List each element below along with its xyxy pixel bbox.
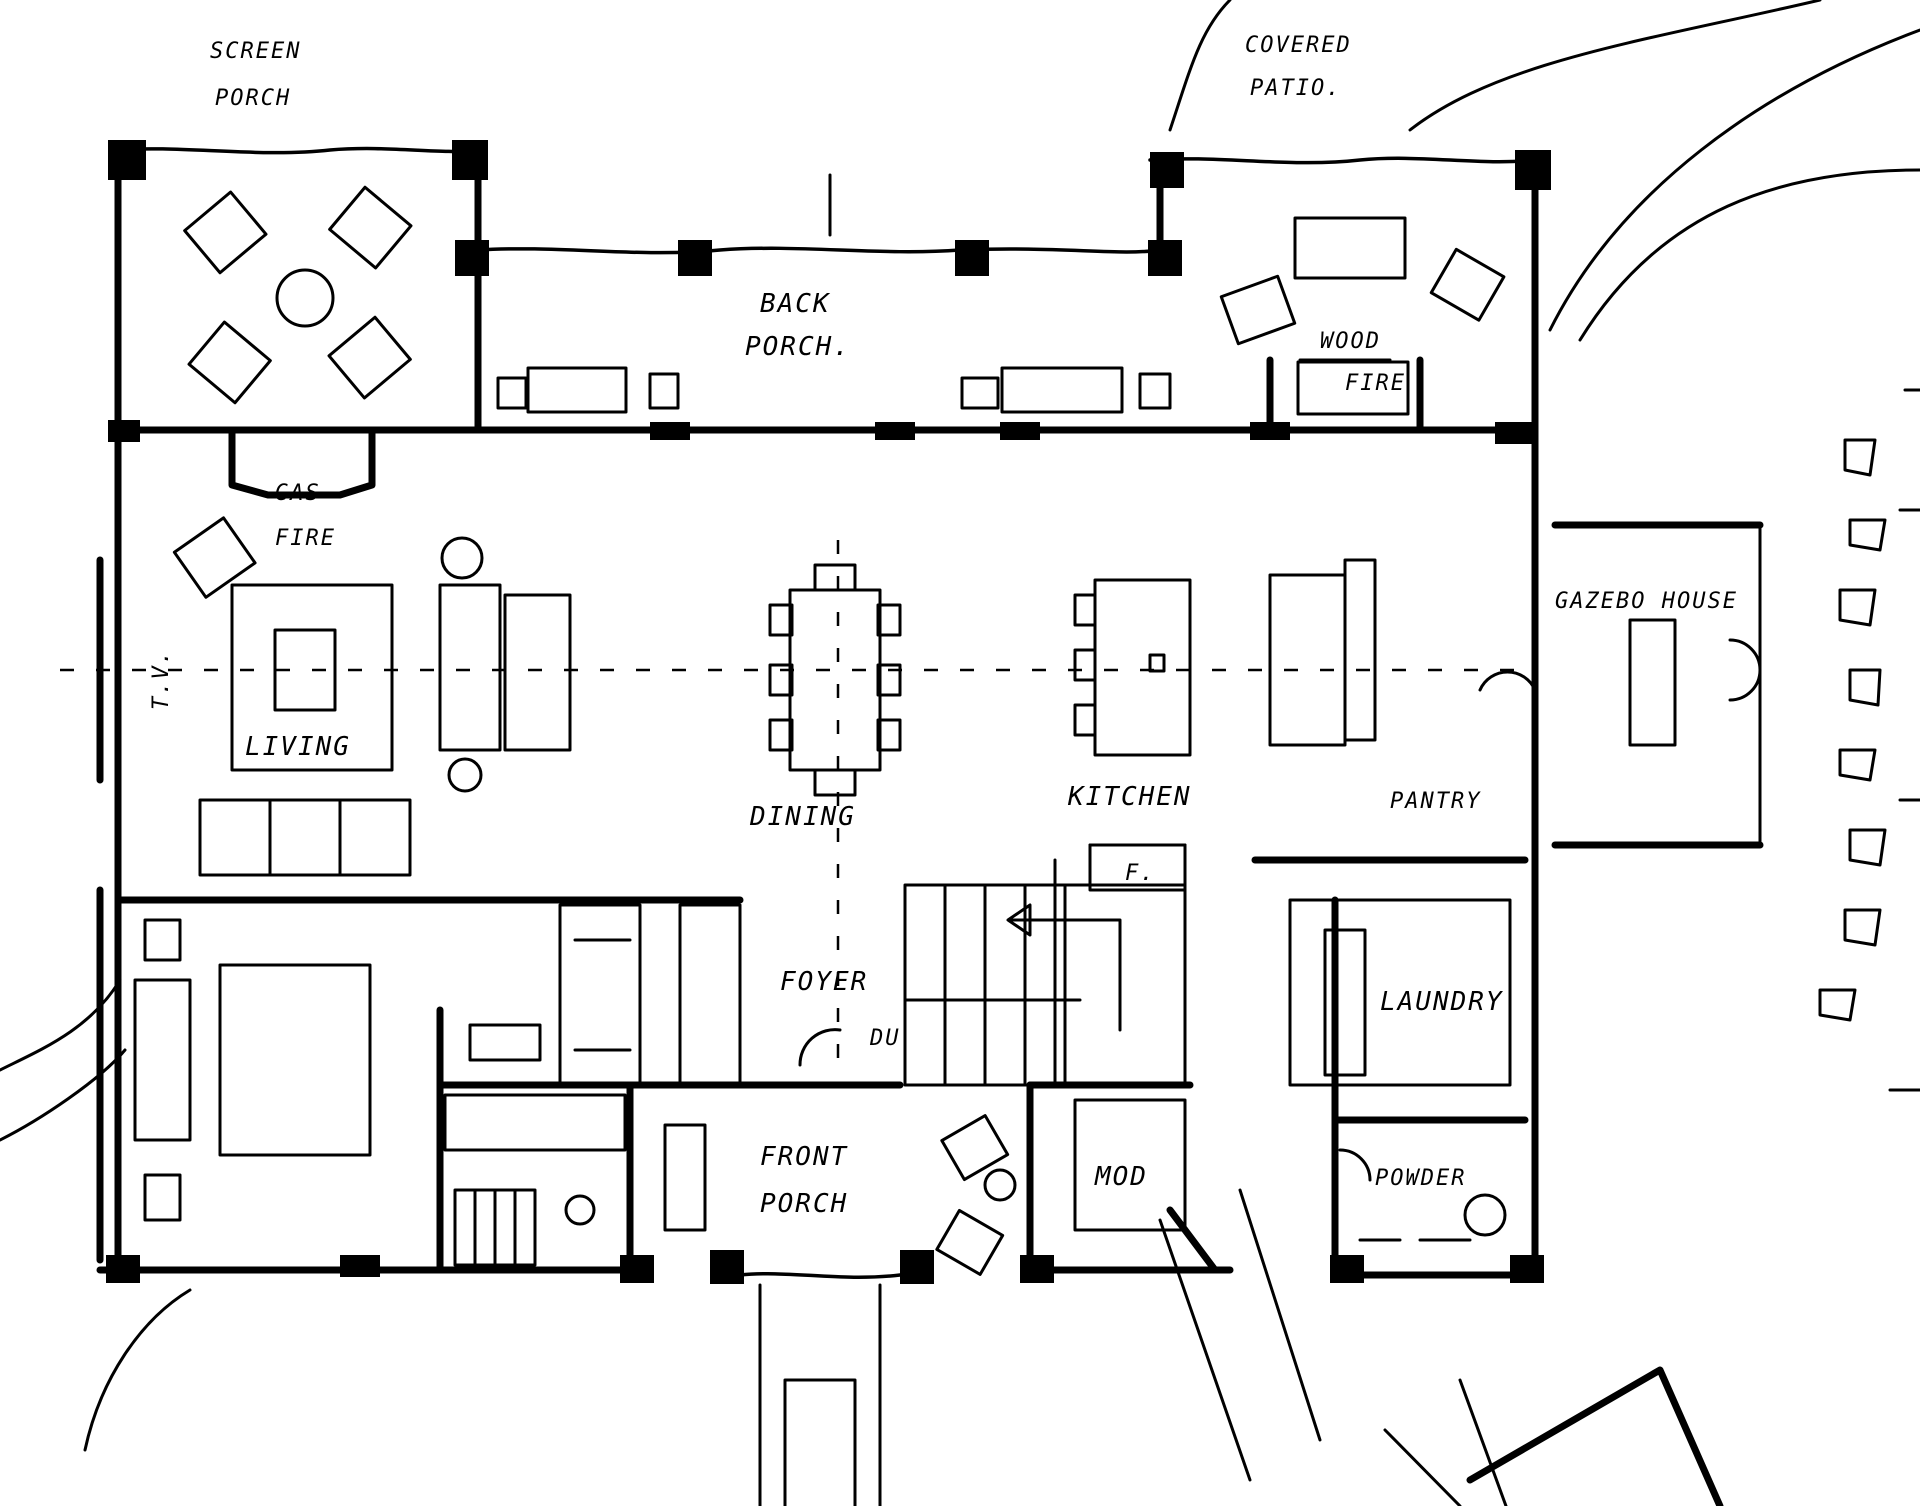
room-labels: SCREEN PORCH COVERED PATIO. BACK PORCH. … (149, 33, 1738, 1219)
gazebo-house (1478, 521, 1764, 849)
label-screen-porch-2: PORCH (215, 86, 291, 111)
covered-patio (1148, 150, 1551, 434)
label-laundry: LAUNDRY (1380, 987, 1504, 1017)
label-gazebo-house: GAZEBO HOUSE (1555, 589, 1738, 614)
label-front-porch-2: PORCH (760, 1189, 848, 1219)
kitchen-island (1073, 558, 1377, 892)
label-back-porch-2: PORCH. (745, 332, 851, 362)
label-wood-fire-1: WOOD (1320, 329, 1381, 354)
screen-porch (108, 140, 489, 434)
label-du: DU (869, 1026, 901, 1051)
closets-bath (443, 903, 742, 1267)
bedroom-bed (133, 918, 372, 1222)
label-covered-patio-2: PATIO. (1250, 76, 1341, 101)
label-f: F. (1125, 861, 1156, 886)
label-tv: T.V. (149, 649, 174, 710)
label-living: LIVING (245, 732, 351, 762)
dining-table (768, 563, 902, 797)
label-back-porch-1: BACK (760, 289, 831, 319)
living-furniture (116, 516, 572, 877)
label-gas-fire-1: GAS (275, 481, 321, 506)
wood-fireplace (1266, 356, 1424, 434)
back-porch (476, 173, 1182, 414)
label-covered-patio-1: COVERED (1245, 33, 1352, 58)
service-rooms (1073, 898, 1724, 1506)
front-porch (738, 1028, 1017, 1506)
terrain-lines (0, 0, 1920, 1452)
label-dining: DINING (749, 802, 856, 832)
label-screen-porch-1: SCREEN (210, 39, 301, 64)
label-pantry: PANTRY (1390, 789, 1481, 814)
label-gas-fire-2: FIRE (275, 526, 336, 551)
label-wood-fire-2: FIRE (1345, 371, 1406, 396)
label-kitchen: KITCHEN (1067, 782, 1192, 812)
gas-fireplace (228, 426, 376, 499)
structural-posts (106, 420, 1544, 1284)
label-mod: MOD (1094, 1162, 1148, 1192)
stair (903, 843, 1187, 1087)
label-front-porch-1: FRONT (760, 1142, 848, 1172)
plantings (1818, 388, 1920, 1092)
label-foyer: FOYER (780, 967, 868, 997)
label-powder: POWDER (1375, 1166, 1466, 1191)
